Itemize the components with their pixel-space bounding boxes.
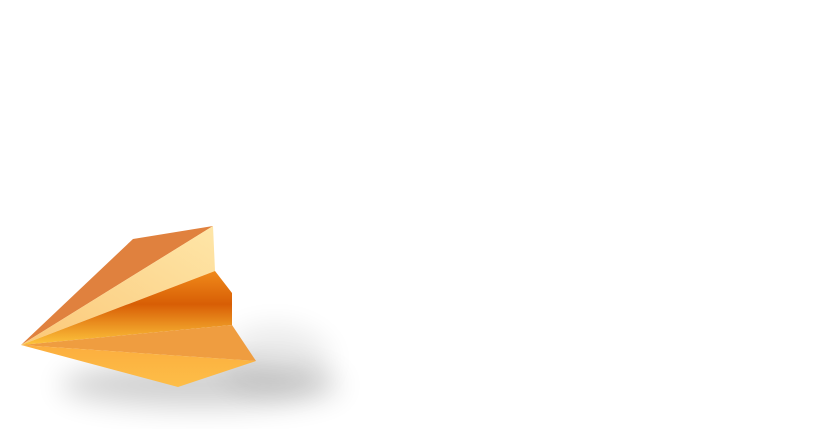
wing-bottom [21, 345, 256, 387]
wing-lower [21, 325, 256, 361]
fold-light [21, 226, 215, 345]
fold-middle [21, 271, 232, 345]
airplane-shadow-tail [220, 325, 330, 395]
